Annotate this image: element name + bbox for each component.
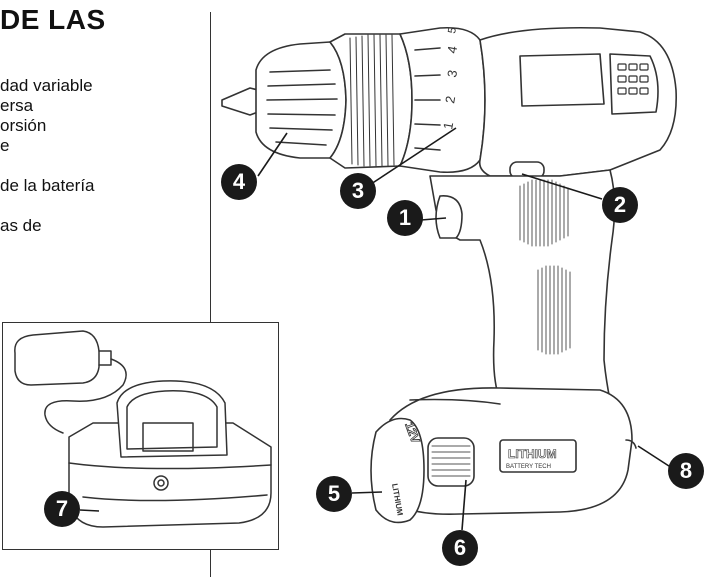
charger-box [2,322,279,550]
section-title: DE LAS [0,4,106,35]
battery-release-button [427,437,475,487]
lithium-badge [499,439,577,473]
clutch-number: 4 [444,45,460,55]
clutch-number: 2 [442,95,458,105]
battery-badge-subtext: BATTERY TECH [506,464,551,470]
callout-2: 2 [602,187,638,223]
feature-item: as de [0,216,42,235]
clutch-number: 5 [446,26,459,34]
charger-cradle [116,380,228,458]
battery-voltage-mark: 12V [402,420,422,445]
motor-housing [478,26,677,177]
column-divider [210,12,211,577]
callout-1: 1 [387,200,423,236]
charger-status-light [153,475,169,491]
battery-badge-text: LITHIUM [508,447,557,461]
feature-item: e [0,136,10,155]
callout-6: 6 [442,530,478,566]
charger-illustration [14,330,272,528]
feature-item: de la batería [0,176,95,195]
feature-list: dad variable ersa orsión e de la batería… [0,76,200,236]
callout-3: 3 [340,173,376,209]
clutch-number: 3 [444,69,460,79]
callout-4: 4 [221,164,257,200]
chuck-tip [221,87,259,116]
torque-ring [399,26,486,174]
clutch-number: 1 [440,121,456,131]
battery-end [370,417,425,524]
callout-5: 5 [316,476,352,512]
callout-8: 8 [668,453,704,489]
feature-item: dad variable [0,76,93,95]
feature-item: orsión [0,116,47,135]
wall-adapter [14,330,100,386]
callout-7: 7 [44,491,80,527]
trigger [435,195,463,239]
feature-item: ersa [0,96,34,115]
